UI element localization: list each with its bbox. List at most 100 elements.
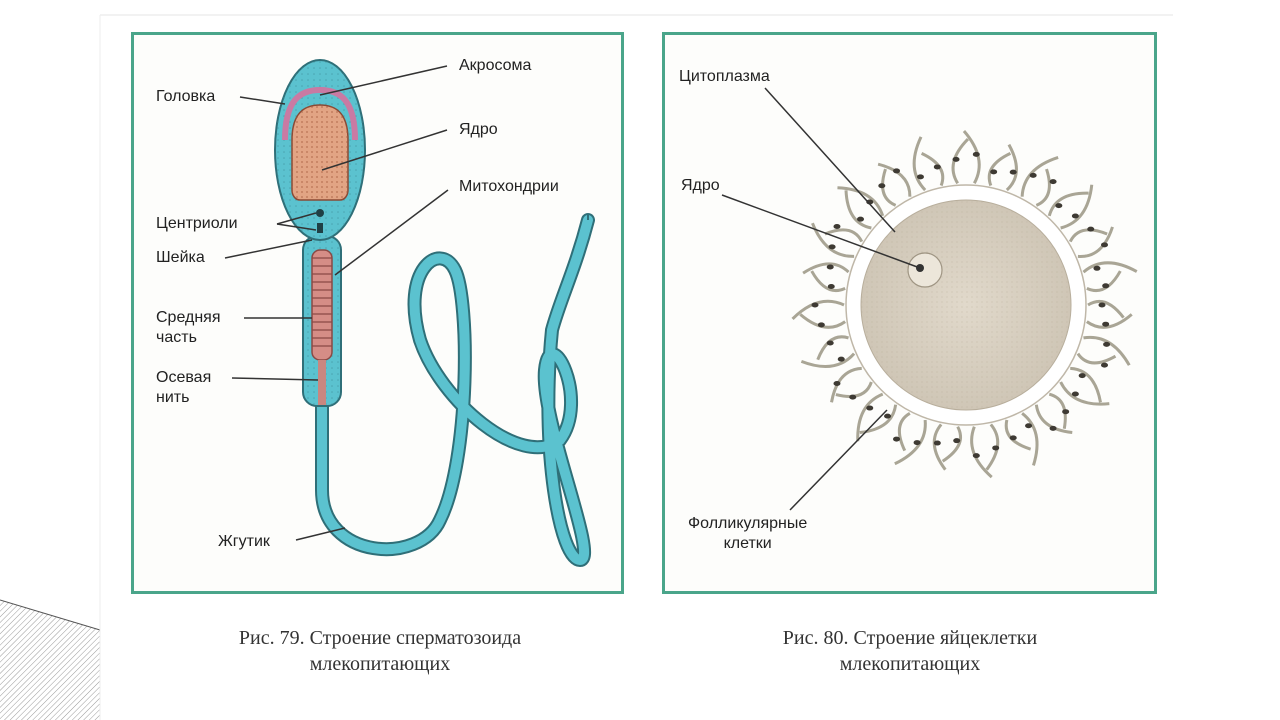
follicular-cell-nucleus — [1029, 172, 1037, 178]
follicular-cell-nucleus — [1062, 409, 1070, 415]
label-acrosome: Акросома — [459, 57, 532, 74]
follicular-cell — [835, 381, 873, 398]
follicular-cell-nucleus — [1071, 391, 1079, 397]
follicular-cell — [1082, 261, 1138, 274]
follicular-cell-nucleus — [1025, 423, 1033, 429]
follicular-cell — [1035, 168, 1051, 207]
follicular-cell-nucleus — [953, 438, 961, 444]
label-axial-filament: Осевая нить — [156, 369, 212, 406]
follicular-cell — [1068, 228, 1108, 243]
follicular-cell-nucleus — [827, 283, 835, 289]
follicular-cell — [1048, 392, 1067, 429]
follicular-cell — [844, 190, 872, 230]
label-sperm-nucleus: Ядро — [459, 121, 498, 138]
caption-fig-79-line2: млекопитающих — [309, 653, 451, 675]
caption-fig-80-line2: млекопитающих — [839, 653, 981, 675]
follicular-cell-nucleus — [1071, 213, 1079, 219]
follicular-cell-nucleus — [1103, 341, 1111, 347]
follicular-cell — [816, 335, 849, 361]
label-neck: Шейка — [156, 249, 205, 266]
follicular-cell-nucleus — [913, 440, 921, 446]
follicular-cell — [1076, 352, 1117, 365]
follicular-cell — [877, 162, 912, 197]
follicular-cell-nucleus — [1078, 373, 1086, 379]
follicular-cell-nucleus — [857, 216, 865, 222]
label-egg-nucleus: Ядро — [681, 177, 720, 194]
follicular-cell — [962, 130, 981, 185]
follicular-cell — [1021, 412, 1039, 466]
follicular-cell — [970, 426, 993, 479]
follicular-cell-nucleus — [972, 453, 980, 459]
follicular-cell — [1047, 191, 1089, 217]
follicular-cell — [912, 136, 927, 192]
follicular-cell — [881, 168, 897, 207]
follicular-cell-nucleus — [933, 440, 941, 446]
follicular-cell-nucleus — [893, 168, 901, 174]
follicular-cell — [802, 262, 850, 275]
follicular-cell-nucleus — [828, 244, 836, 250]
follicular-cell-nucleus — [992, 445, 1000, 451]
follicular-cell — [1086, 270, 1122, 293]
label-cytoplasm: Цитоплазма — [679, 68, 770, 85]
follicular-cell-nucleus — [837, 356, 845, 362]
follicular-cell — [824, 228, 864, 243]
follicular-cell — [1005, 143, 1018, 192]
follicular-cell-nucleus — [878, 183, 886, 189]
sperm-leader-lines — [224, 65, 449, 541]
follicular-cell-nucleus — [1049, 179, 1057, 185]
sperm-figure-panel — [131, 32, 624, 594]
follicular-cell-nucleus — [1098, 302, 1106, 308]
egg-nucleus-shape — [907, 252, 943, 288]
caption-fig-79-line1: Рис. 79. Строение сперматозоида — [238, 627, 522, 649]
follicular-cell-nucleus — [1009, 435, 1017, 441]
follicular-cell — [985, 423, 1000, 471]
follicular-cell — [1059, 381, 1110, 406]
follicular-cell-nucleus — [1100, 242, 1108, 248]
follicular-cell-nucleus — [811, 302, 819, 308]
follicular-cell — [1020, 155, 1059, 197]
follicular-cell-nucleus — [833, 380, 841, 386]
follicular-cell-nucleus — [826, 264, 834, 270]
follicular-cell — [791, 299, 845, 320]
mitochondria-shape — [311, 249, 333, 361]
follicular-cell-nucleus — [990, 169, 998, 175]
acrosome-shape — [282, 86, 358, 141]
follicular-cell — [1077, 226, 1114, 258]
egg-leader-lines — [721, 87, 921, 511]
follicular-cell-nucleus — [1100, 362, 1108, 368]
follicular-cell — [811, 222, 855, 258]
follicular-cell-nucleus — [1087, 226, 1095, 232]
follicular-cell — [1070, 366, 1102, 403]
follicular-cell — [920, 152, 945, 187]
follicular-cell-nucleus — [1102, 283, 1110, 289]
follicular-cell — [810, 270, 846, 293]
caption-fig-80: Рис. 80. Строение яйцеклетки млекопитающ… — [710, 625, 1110, 677]
follicular-cell-nucleus — [817, 322, 825, 328]
follicular-cell-nucleus — [826, 340, 834, 346]
follicular-cell-nucleus — [833, 224, 841, 230]
follicular-cell — [856, 392, 884, 442]
follicular-cell — [894, 419, 927, 466]
follicular-cell-nucleus — [884, 413, 892, 419]
follicular-cell-nucleus — [916, 174, 924, 180]
follicular-cell-nucleus — [893, 436, 901, 442]
follicular-cell — [897, 412, 911, 452]
follicular-cell-nucleus — [933, 164, 941, 170]
follicular-cell-nucleus — [1009, 169, 1017, 175]
follicular-cell-nucleus — [952, 156, 960, 162]
follicular-cell-nucleus — [1102, 321, 1110, 327]
follicular-cell — [830, 366, 862, 403]
follicular-cell — [799, 313, 847, 329]
follicular-cell — [941, 425, 962, 463]
label-flagellum: Жгутик — [218, 533, 270, 550]
follicular-cell-nucleus — [1055, 203, 1063, 209]
follicular-cell-nucleus — [866, 405, 874, 411]
label-midpiece: Средняя часть — [156, 309, 221, 346]
follicular-cell-nucleus — [1049, 425, 1057, 431]
follicular-cell — [1087, 300, 1125, 319]
centriole-shape — [316, 209, 324, 217]
follicular-cell-nucleus — [972, 151, 980, 157]
label-head: Головка — [156, 88, 216, 105]
